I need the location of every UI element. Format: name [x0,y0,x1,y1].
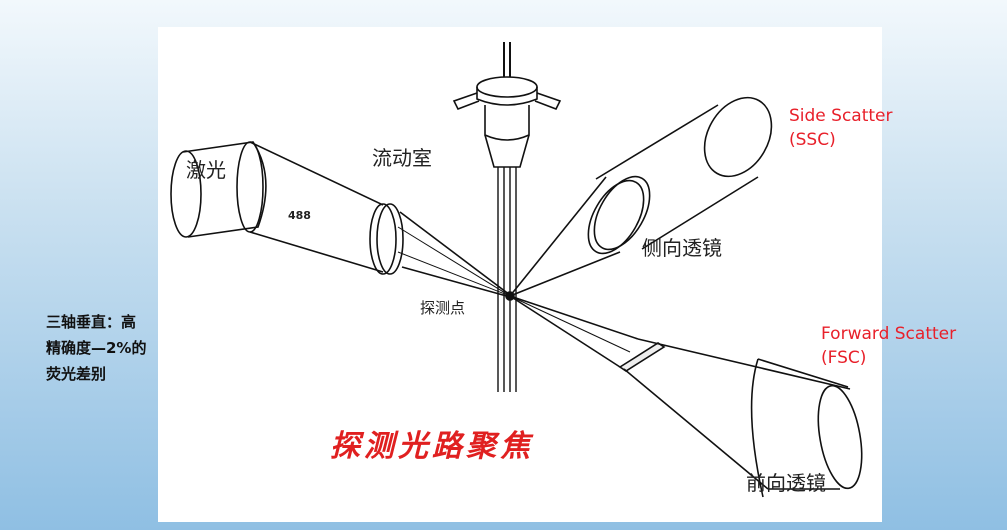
precision-note: 三轴垂直：高 精确度—2%的 荧光差别 [46,309,216,387]
side-scatter-line1: Side Scatter [789,104,893,128]
note-line3: 荧光差别 [46,361,216,387]
note-line1: 三轴垂直：高 [46,309,216,335]
forward-lens-label: 前向透镜 [746,467,826,496]
side-scatter-optics [510,86,785,296]
wavelength-label: 488 [288,209,311,222]
side-scatter-label: Side Scatter (SSC) [789,104,893,152]
flow-chamber-label: 流动室 [372,142,432,171]
laser-focusing-lens [370,204,510,297]
note-line2: 精确度—2%的 [46,335,216,361]
flow-chamber [454,42,560,392]
side-lens-label: 侧向透镜 [642,232,722,261]
forward-scatter-line1: Forward Scatter [821,322,956,346]
side-scatter-line2: (SSC) [789,128,893,152]
forward-scatter-label: Forward Scatter (FSC) [821,322,956,370]
diagram-caption: 探测光路聚焦 [330,421,534,465]
forward-scatter-line2: (FSC) [821,346,956,370]
detection-point-label: 探测点 [420,297,465,318]
laser-label: 激光 [186,154,226,183]
